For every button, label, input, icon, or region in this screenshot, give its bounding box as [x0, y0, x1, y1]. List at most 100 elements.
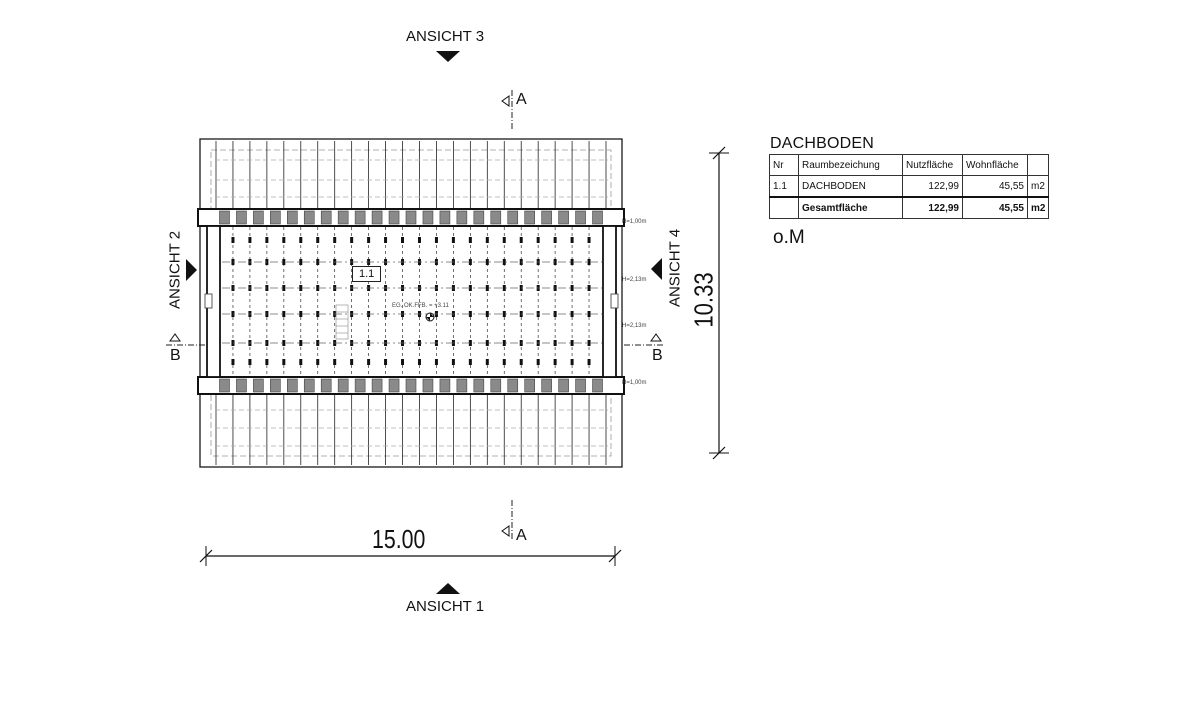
- beam-block: [592, 378, 603, 393]
- rafter-mark: [485, 340, 489, 346]
- rafter-mark: [434, 359, 438, 365]
- dim-slash-bottom: [712, 446, 726, 460]
- rafter-mark: [316, 340, 320, 346]
- beam-block: [456, 378, 468, 393]
- room-table-note: o.M: [773, 227, 805, 248]
- table-row: 1.1 DACHBODEN 122,99 45,55 m2: [769, 175, 1050, 198]
- height-note-2: H=2,13m: [622, 277, 647, 283]
- rafter-mark: [587, 259, 591, 265]
- beam-block: [524, 378, 535, 393]
- beam-block: [354, 210, 366, 225]
- dim-slash-left: [199, 549, 213, 563]
- rafter-mark: [502, 285, 506, 291]
- level-symbol-fill: [426, 313, 434, 321]
- beam-block: [405, 378, 417, 393]
- rafter-mark: [299, 340, 303, 346]
- beam-block: [337, 210, 349, 225]
- dimension-width: 15.00: [372, 524, 426, 554]
- rafter-mark: [316, 259, 320, 265]
- rafter-mark: [417, 237, 421, 243]
- header-nutz: Nutzfläche: [902, 154, 963, 176]
- roof-outline: [199, 138, 623, 468]
- rafter-mark: [519, 359, 523, 365]
- section-b-marker-right: [650, 333, 662, 342]
- view-arrow-bottom: [436, 583, 460, 594]
- purlin-lines: [222, 261, 602, 344]
- gable-window-right: [610, 293, 619, 309]
- beams-bottom: [219, 378, 603, 393]
- rafter-mark: [553, 285, 557, 291]
- rafter-mark: [299, 359, 303, 365]
- beam-block: [422, 210, 434, 225]
- row-wohn: 45,55: [962, 175, 1028, 198]
- beam-block: [473, 378, 485, 393]
- rafter-mark: [485, 359, 489, 365]
- rafter-mark: [299, 311, 303, 317]
- total-wohn: 45,55: [962, 196, 1028, 219]
- beam-block: [575, 210, 586, 225]
- section-label-a-top: A: [516, 91, 527, 108]
- rafter-mark: [587, 340, 591, 346]
- rafter-mark: [570, 311, 574, 317]
- rafter-mark: [248, 237, 252, 243]
- rafter-mark: [367, 237, 371, 243]
- beam-block: [541, 378, 552, 393]
- rafters-middle: [231, 227, 591, 376]
- rafter-mark: [434, 237, 438, 243]
- section-label-a-bottom: A: [516, 527, 527, 544]
- beams-top: [219, 210, 603, 225]
- rafter-mark: [485, 259, 489, 265]
- total-nutz: 122,99: [902, 196, 963, 219]
- rafter-mark: [570, 285, 574, 291]
- beam-block: [320, 210, 332, 225]
- rafter-mark: [282, 311, 286, 317]
- view-label-top: ANSICHT 3: [406, 28, 485, 45]
- rafter-mark: [485, 285, 489, 291]
- rafter-mark: [570, 359, 574, 365]
- table-total-row: Gesamtfläche 122,99 45,55 m2: [769, 196, 1050, 219]
- beam-block: [287, 210, 298, 225]
- rafter-mark: [553, 340, 557, 346]
- view-label-left: ANSICHT 2: [166, 230, 184, 310]
- dim-slash-top: [712, 146, 726, 160]
- beam-block: [253, 378, 264, 393]
- rafter-mark: [350, 359, 354, 365]
- rafter-mark: [468, 259, 472, 265]
- dimension-depth: 10.33: [688, 272, 719, 328]
- section-label-b-left: B: [170, 347, 181, 364]
- beam-block: [405, 210, 417, 225]
- roof-guides: [215, 159, 608, 447]
- row-unit: m2: [1026, 175, 1050, 198]
- rafter-mark: [553, 237, 557, 243]
- rafter-mark: [468, 311, 472, 317]
- rafter-mark: [316, 237, 320, 243]
- beam-block: [388, 210, 400, 225]
- rafter-mark: [519, 237, 523, 243]
- beam-block: [354, 378, 366, 393]
- header-nr: Nr: [769, 154, 799, 176]
- beam-block: [236, 378, 247, 393]
- total-unit: m2: [1026, 196, 1050, 219]
- rafter-mark: [553, 311, 557, 317]
- beam-block: [439, 210, 451, 225]
- view-arrow-left: [186, 259, 197, 281]
- beam-block: [320, 378, 332, 393]
- beam-block: [270, 210, 281, 225]
- rafter-mark: [316, 359, 320, 365]
- beam-block: [219, 378, 230, 393]
- gable-window-left: [204, 293, 213, 309]
- beam-block: [371, 378, 383, 393]
- beam-block: [507, 210, 519, 225]
- rafter-mark: [553, 359, 557, 365]
- rafter-mark: [248, 359, 252, 365]
- rafter-mark: [333, 237, 337, 243]
- rafter-mark: [553, 259, 557, 265]
- room-table-header: Nr Raumbezeichung Nutzfläche Wohnfläche: [769, 154, 1050, 176]
- beam-block: [490, 378, 502, 393]
- beam-block: [456, 210, 468, 225]
- rafter-mark: [367, 359, 371, 365]
- rafter-mark: [299, 237, 303, 243]
- rafter-mark: [231, 340, 235, 346]
- view-label-right: ANSICHT 4: [666, 228, 684, 308]
